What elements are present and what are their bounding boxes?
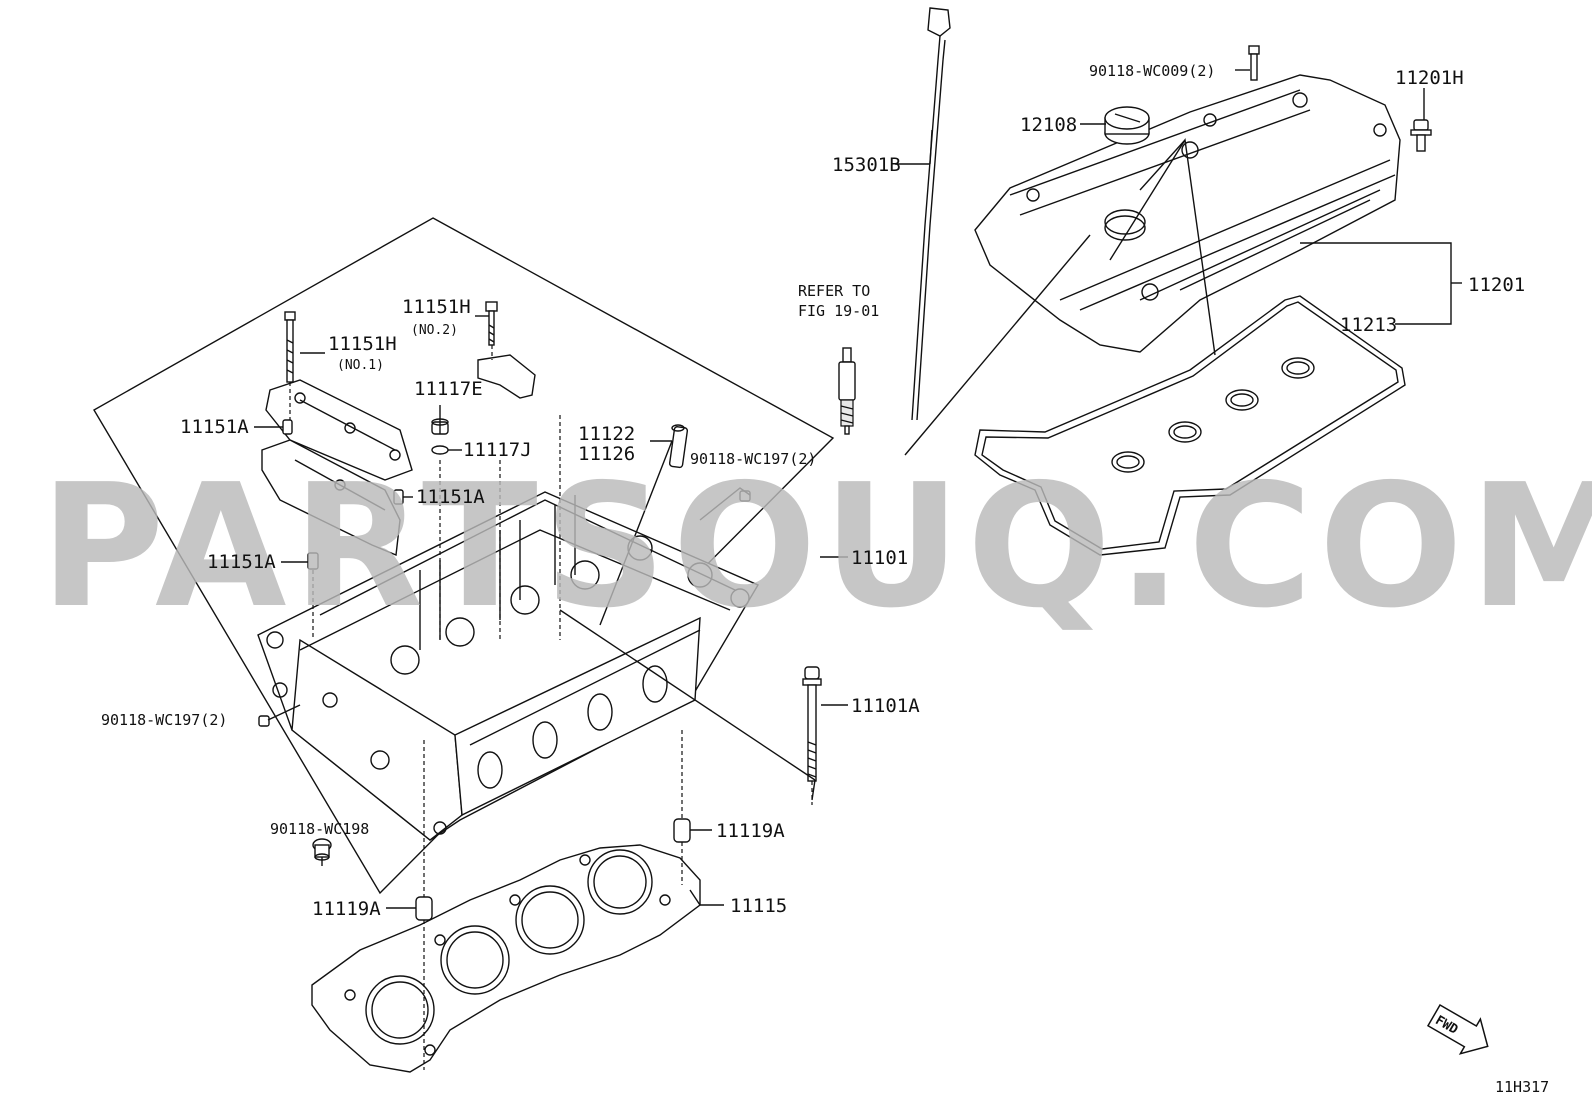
- guide-11122: [668, 424, 689, 469]
- diagram-code: 11H317: [1495, 1078, 1549, 1096]
- label-90118-wc197-left: 90118-WC197(2): [101, 711, 227, 729]
- cylinder-head-outline-box: [93, 217, 835, 895]
- cylinder-head-drawing: [257, 491, 760, 841]
- oil-filler-cap-12108: [1104, 106, 1150, 145]
- knock-pin-11119a-left: [415, 896, 433, 921]
- label-11117e: 11117E: [414, 378, 483, 400]
- bolt-11151h-no2: [485, 301, 498, 346]
- label-11213: 11213: [1340, 314, 1397, 336]
- label-refer-to: REFER TO: [798, 282, 870, 300]
- label-11201: 11201: [1468, 274, 1525, 296]
- head-gasket-11115: [311, 844, 701, 1073]
- head-bolt-11101a: [802, 666, 822, 782]
- watermark-text: PARTSOUQ.COM: [40, 448, 1592, 646]
- dowel-11151a-3: [307, 552, 319, 570]
- label-11115: 11115: [730, 895, 787, 917]
- label-11117j: 11117J: [463, 439, 532, 461]
- label-no1: (NO.1): [337, 358, 384, 373]
- spark-plug: [838, 347, 856, 435]
- label-12108: 12108: [1020, 114, 1077, 136]
- bolt-90118-wc009: [1248, 45, 1260, 81]
- label-11151h-no2: 11151H: [402, 296, 471, 318]
- label-90118-wc198: 90118-WC198: [270, 820, 369, 838]
- dowel-11151a-1: [282, 419, 293, 435]
- label-fig-19-01: FIG 19-01: [798, 302, 879, 320]
- label-11126: 11126: [578, 443, 635, 465]
- label-11151a-1: 11151A: [180, 416, 249, 438]
- oil-dipstick-15301b: [911, 7, 951, 421]
- label-11101: 11101: [851, 547, 908, 569]
- camshaft-bearing-caps: [261, 354, 536, 557]
- label-90118-wc197-right: 90118-WC197(2): [690, 450, 816, 468]
- label-11122: 11122: [578, 423, 635, 445]
- bolt-11151h-no1: [284, 311, 296, 383]
- label-11151a-2: 11151A: [416, 486, 485, 508]
- label-11151h-no1: 11151H: [328, 333, 397, 355]
- label-11119a-left: 11119A: [312, 898, 381, 920]
- label-15301b: 15301B: [832, 154, 901, 176]
- plug-90118-wc198: [312, 838, 332, 861]
- knock-pin-11119a-right: [673, 818, 691, 843]
- label-11119a-right: 11119A: [716, 820, 785, 842]
- label-11201h: 11201H: [1395, 67, 1464, 89]
- leader-lines: [254, 69, 1462, 1070]
- fwd-arrow-icon: FWD: [1426, 1003, 1489, 1055]
- label-11151a-3: 11151A: [207, 551, 276, 573]
- label-11101a: 11101A: [851, 695, 920, 717]
- label-no2: (NO.2): [411, 323, 458, 338]
- cover-gasket-11213: [974, 295, 1406, 556]
- label-90118-wc009: 90118-WC009(2): [1089, 62, 1215, 80]
- bolt-11201h: [1410, 119, 1432, 152]
- plug-90118-wc197-left: [258, 715, 270, 727]
